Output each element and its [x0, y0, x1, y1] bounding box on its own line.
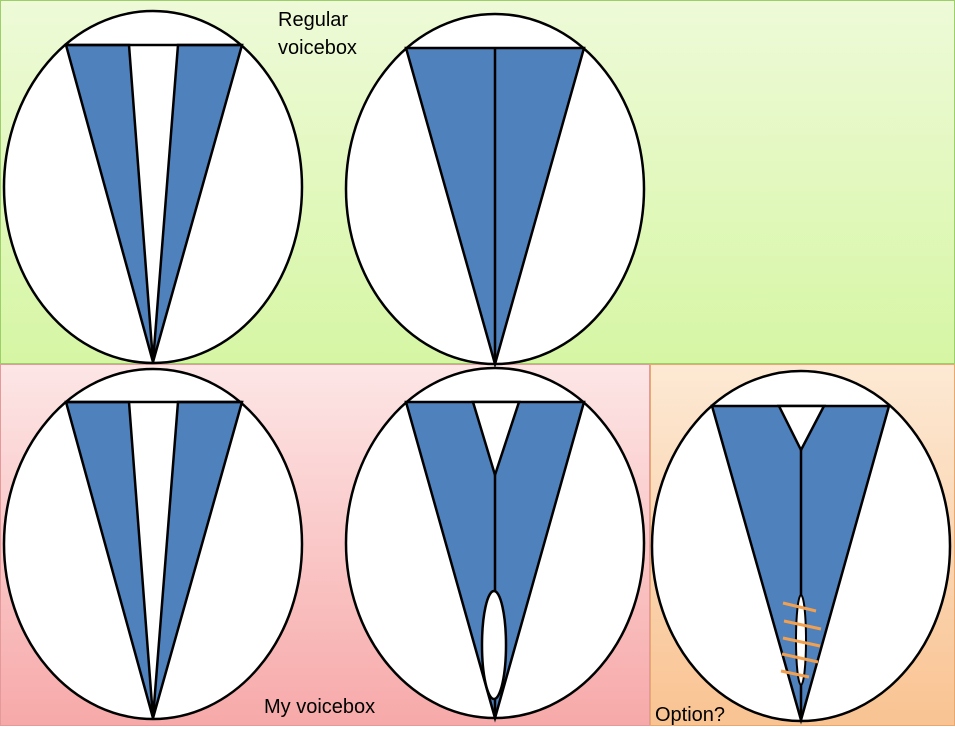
regular-voicebox-closed	[344, 12, 646, 369]
suture	[782, 601, 817, 613]
glottal-gap	[480, 589, 508, 701]
my-voicebox-closed	[344, 366, 646, 723]
label-regular-voicebox: Regular voicebox	[278, 9, 357, 59]
option-voicebox	[650, 369, 952, 725]
suture	[781, 652, 819, 664]
regular-voicebox-open	[2, 9, 304, 365]
suture	[780, 669, 810, 679]
my-voicebox-open	[2, 367, 304, 721]
larynx-outline	[2, 9, 304, 365]
posterior-gap	[776, 404, 827, 453]
label-option: Option?	[655, 704, 726, 726]
label-my-voicebox: My voicebox	[264, 696, 376, 718]
posterior-gap	[471, 400, 521, 480]
suture	[782, 636, 821, 648]
sutures	[780, 601, 822, 679]
larynx-outline	[2, 367, 304, 721]
suture	[783, 619, 822, 631]
